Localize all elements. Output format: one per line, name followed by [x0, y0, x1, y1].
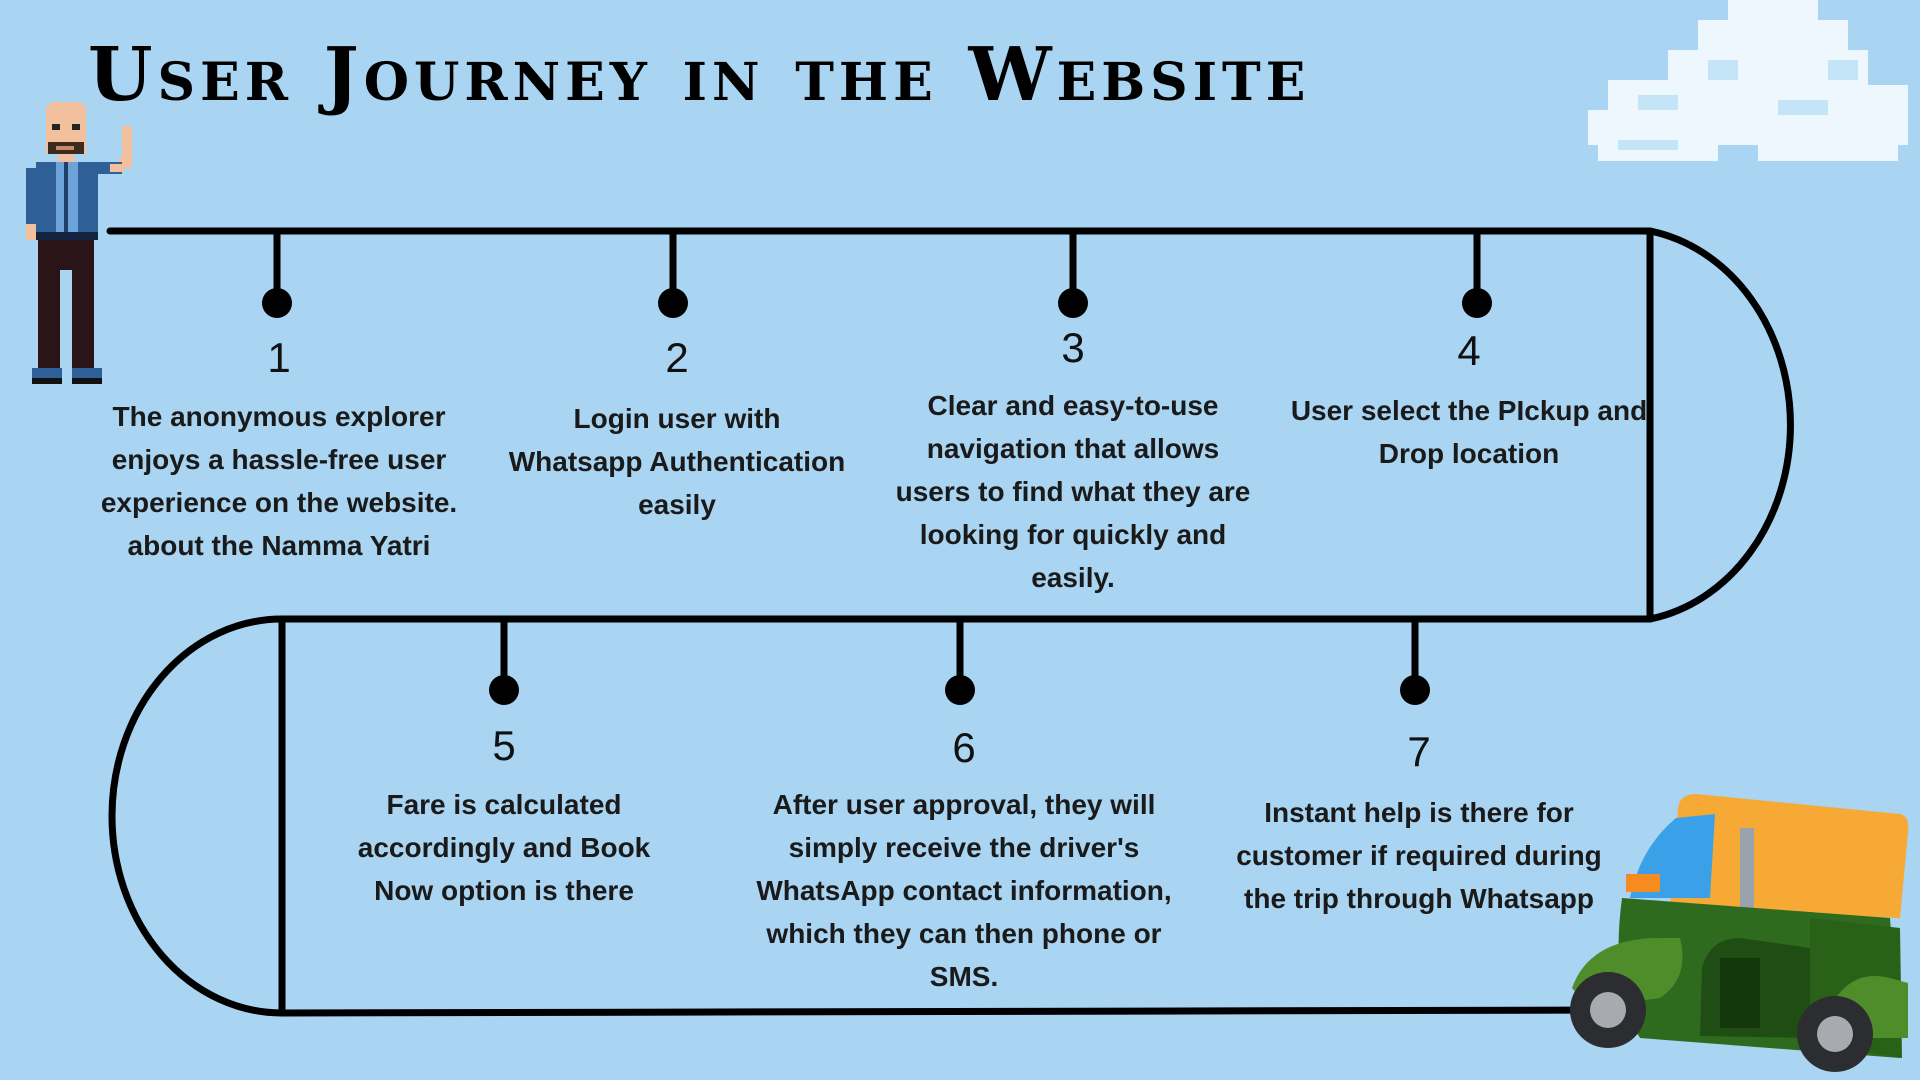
track-bottom-line [278, 1006, 1624, 1017]
step-5-text: Fare is calculated accordingly and Book … [357, 789, 651, 906]
track-left-curve [108, 615, 286, 1017]
step-7-dot [1400, 675, 1430, 705]
step-5-number: 5 [492, 722, 516, 769]
step-2-text: Login user with Whatsapp Authentication … [508, 403, 846, 520]
step-1-text: The anonymous explorer enjoys a hassle-f… [100, 401, 458, 561]
step-7-number: 7 [1407, 728, 1431, 775]
step-4-text: User select the PIckup and Drop location [1290, 395, 1648, 469]
pixel-person-waving [26, 102, 132, 384]
step-3-text: Clear and easy-to-use navigation that al… [895, 390, 1251, 593]
page-title: User Journey in the Website [88, 32, 1311, 118]
step-2-number: 2 [665, 334, 689, 381]
step-6-text: After user approval, they will simply re… [756, 789, 1172, 992]
step-6-number: 6 [952, 724, 976, 771]
step-6-dot [945, 675, 975, 705]
step-3-number: 3 [1061, 324, 1085, 371]
step-7-text: Instant help is there for customer if re… [1236, 797, 1602, 914]
step-4-number: 4 [1457, 327, 1481, 374]
step-5-dot [489, 675, 519, 705]
step-1-number: 1 [267, 334, 291, 381]
step-2-dot [658, 288, 688, 318]
step-3-dot [1058, 288, 1088, 318]
auto-rickshaw [1570, 794, 1909, 1072]
track-right-curve [1646, 227, 1794, 623]
pixel-cloud [1588, 0, 1908, 161]
step-4-dot [1462, 288, 1492, 318]
step-1-dot [262, 288, 292, 318]
